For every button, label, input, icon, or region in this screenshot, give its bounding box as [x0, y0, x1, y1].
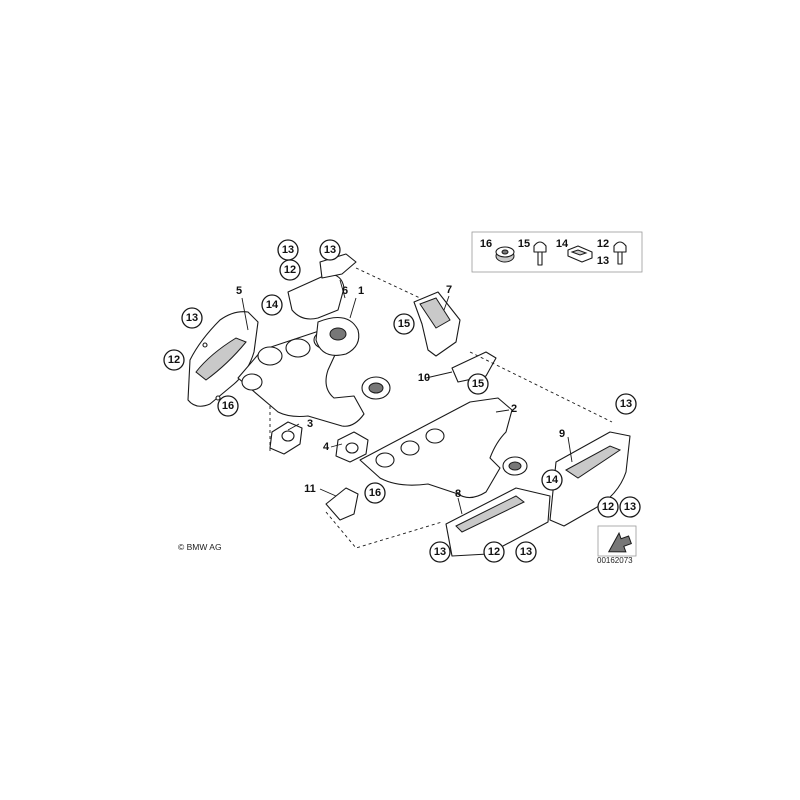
legend-label-15: 15: [518, 238, 530, 250]
part-label-5: 5: [236, 285, 242, 297]
svg-text:12: 12: [168, 354, 180, 366]
callout-13-d: 13: [615, 393, 637, 415]
heat-shield-left: [187, 311, 259, 407]
svg-text:15: 15: [398, 318, 410, 330]
part-label-4: 4: [323, 441, 330, 453]
callout-16-b: 16: [364, 482, 386, 504]
part-label-8: 8: [455, 488, 461, 500]
support-bracket: [413, 291, 461, 357]
svg-text:12: 12: [284, 264, 296, 276]
part-label-6: 6: [342, 285, 348, 297]
part-label-9: 9: [559, 428, 565, 440]
legend-label-16: 16: [480, 238, 492, 250]
exhaust-manifold-left: [237, 316, 391, 427]
callout-13-e: 13: [619, 496, 641, 518]
part-label-3: 3: [307, 418, 313, 430]
svg-text:14: 14: [546, 474, 559, 486]
exhaust-manifold-right: [359, 397, 528, 499]
legend-label-14: 14: [556, 238, 569, 250]
callout-13-g: 13: [515, 541, 537, 563]
part-label-1: 1: [358, 285, 364, 297]
part-label-11: 11: [304, 483, 316, 495]
callout-13-f: 13: [429, 541, 451, 563]
callout-13-b: 13: [319, 239, 341, 261]
svg-text:13: 13: [186, 312, 198, 324]
part-label-7: 7: [446, 284, 452, 296]
part-label-10: 10: [418, 372, 430, 384]
hex-bolt-icon: [613, 241, 627, 265]
legend-label-13: 13: [597, 255, 609, 267]
svg-text:13: 13: [434, 546, 446, 558]
svg-text:15: 15: [472, 378, 484, 390]
svg-text:14: 14: [266, 299, 279, 311]
callout-14-a: 14: [261, 294, 283, 316]
svg-text:16: 16: [369, 487, 381, 499]
heat-shield-lower: [445, 487, 551, 557]
gasket-3: [269, 421, 303, 455]
callout-14-b: 14: [541, 469, 563, 491]
clip-nut-icon: [567, 245, 593, 263]
svg-text:12: 12: [602, 501, 614, 513]
arrow-pointer-icon: [597, 525, 637, 557]
callout-16-a: 16: [217, 395, 239, 417]
callout-12-c: 12: [597, 496, 619, 518]
part-label-2: 2: [511, 403, 517, 415]
legend-label-12: 12: [597, 238, 609, 250]
heat-shield-right: [549, 431, 631, 527]
svg-text:13: 13: [620, 398, 632, 410]
callout-13-a: 13: [277, 239, 299, 261]
bolt-icon: [533, 241, 547, 266]
callout-15-a: 15: [393, 313, 415, 335]
svg-text:13: 13: [520, 546, 532, 558]
bracket-11: [325, 487, 359, 521]
hardware-legend: 16 15 14 12 13: [471, 231, 643, 273]
callout-13-c: 13: [181, 307, 203, 329]
svg-text:13: 13: [624, 501, 636, 513]
callout-15-b: 15: [467, 373, 489, 395]
svg-text:16: 16: [222, 400, 234, 412]
callout-12-d: 12: [483, 541, 505, 563]
svg-text:13: 13: [324, 244, 336, 256]
gasket-4: [335, 431, 369, 463]
callout-12-a: 12: [279, 259, 301, 281]
svg-text:13: 13: [282, 244, 294, 256]
callout-12-b: 12: [163, 349, 185, 371]
document-number: 00162073: [597, 556, 633, 565]
copyright-notice: © BMW AG: [178, 542, 222, 552]
bracket-10: [451, 351, 497, 383]
svg-text:12: 12: [488, 546, 500, 558]
